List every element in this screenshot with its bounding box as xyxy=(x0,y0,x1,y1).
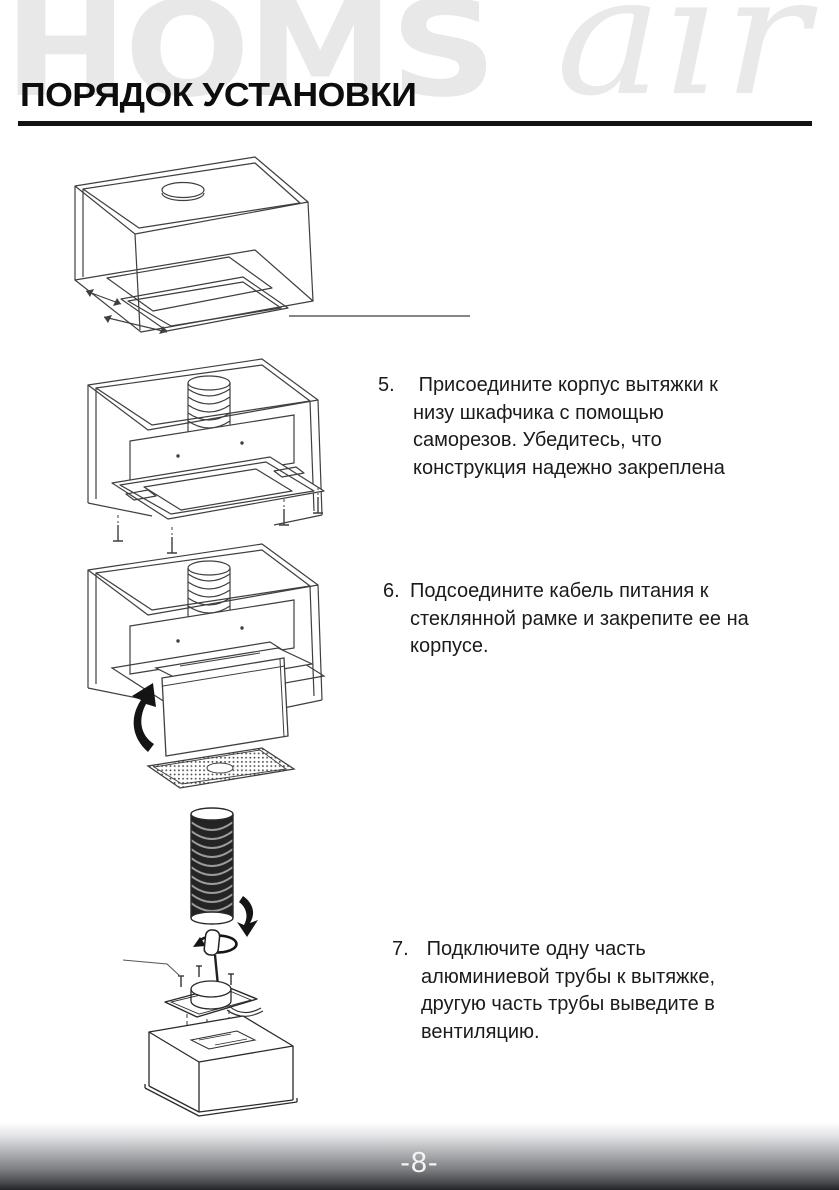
step-text: Присоедините корпус вытяжки к низу шкафч… xyxy=(413,374,725,479)
step-item-7: 7. Подключите одну часть алюминиевой тру… xyxy=(392,936,832,1046)
page-title: ПОРЯДОК УСТАНОВКИ xyxy=(20,76,417,113)
brand-watermark-air-script: air xyxy=(556,0,811,132)
figure-glass-frame xyxy=(87,543,326,789)
step-number: 5. xyxy=(378,374,395,396)
figure-hood-mounting xyxy=(87,358,325,554)
step-item-5: 5. Присоедините корпус вытяжки к низу шк… xyxy=(378,372,823,482)
step-number: 6. xyxy=(383,580,400,602)
figure-duct-connection xyxy=(122,807,298,1117)
footer-gradient-bar: -8- xyxy=(0,1122,839,1190)
step-text: Подключите одну часть алюминиевой трубы … xyxy=(421,938,716,1043)
step-item-6: 6. Подсоедините кабель питания к стеклян… xyxy=(383,578,833,661)
step-text: Подсоедините кабель питания к стеклянной… xyxy=(410,580,749,657)
step-number: 7. xyxy=(392,938,409,960)
title-divider xyxy=(18,121,812,126)
brand-watermark-homs: HOMS xyxy=(4,0,497,127)
figure-cabinet-cutout xyxy=(74,156,470,334)
page-number: -8- xyxy=(400,1146,439,1179)
